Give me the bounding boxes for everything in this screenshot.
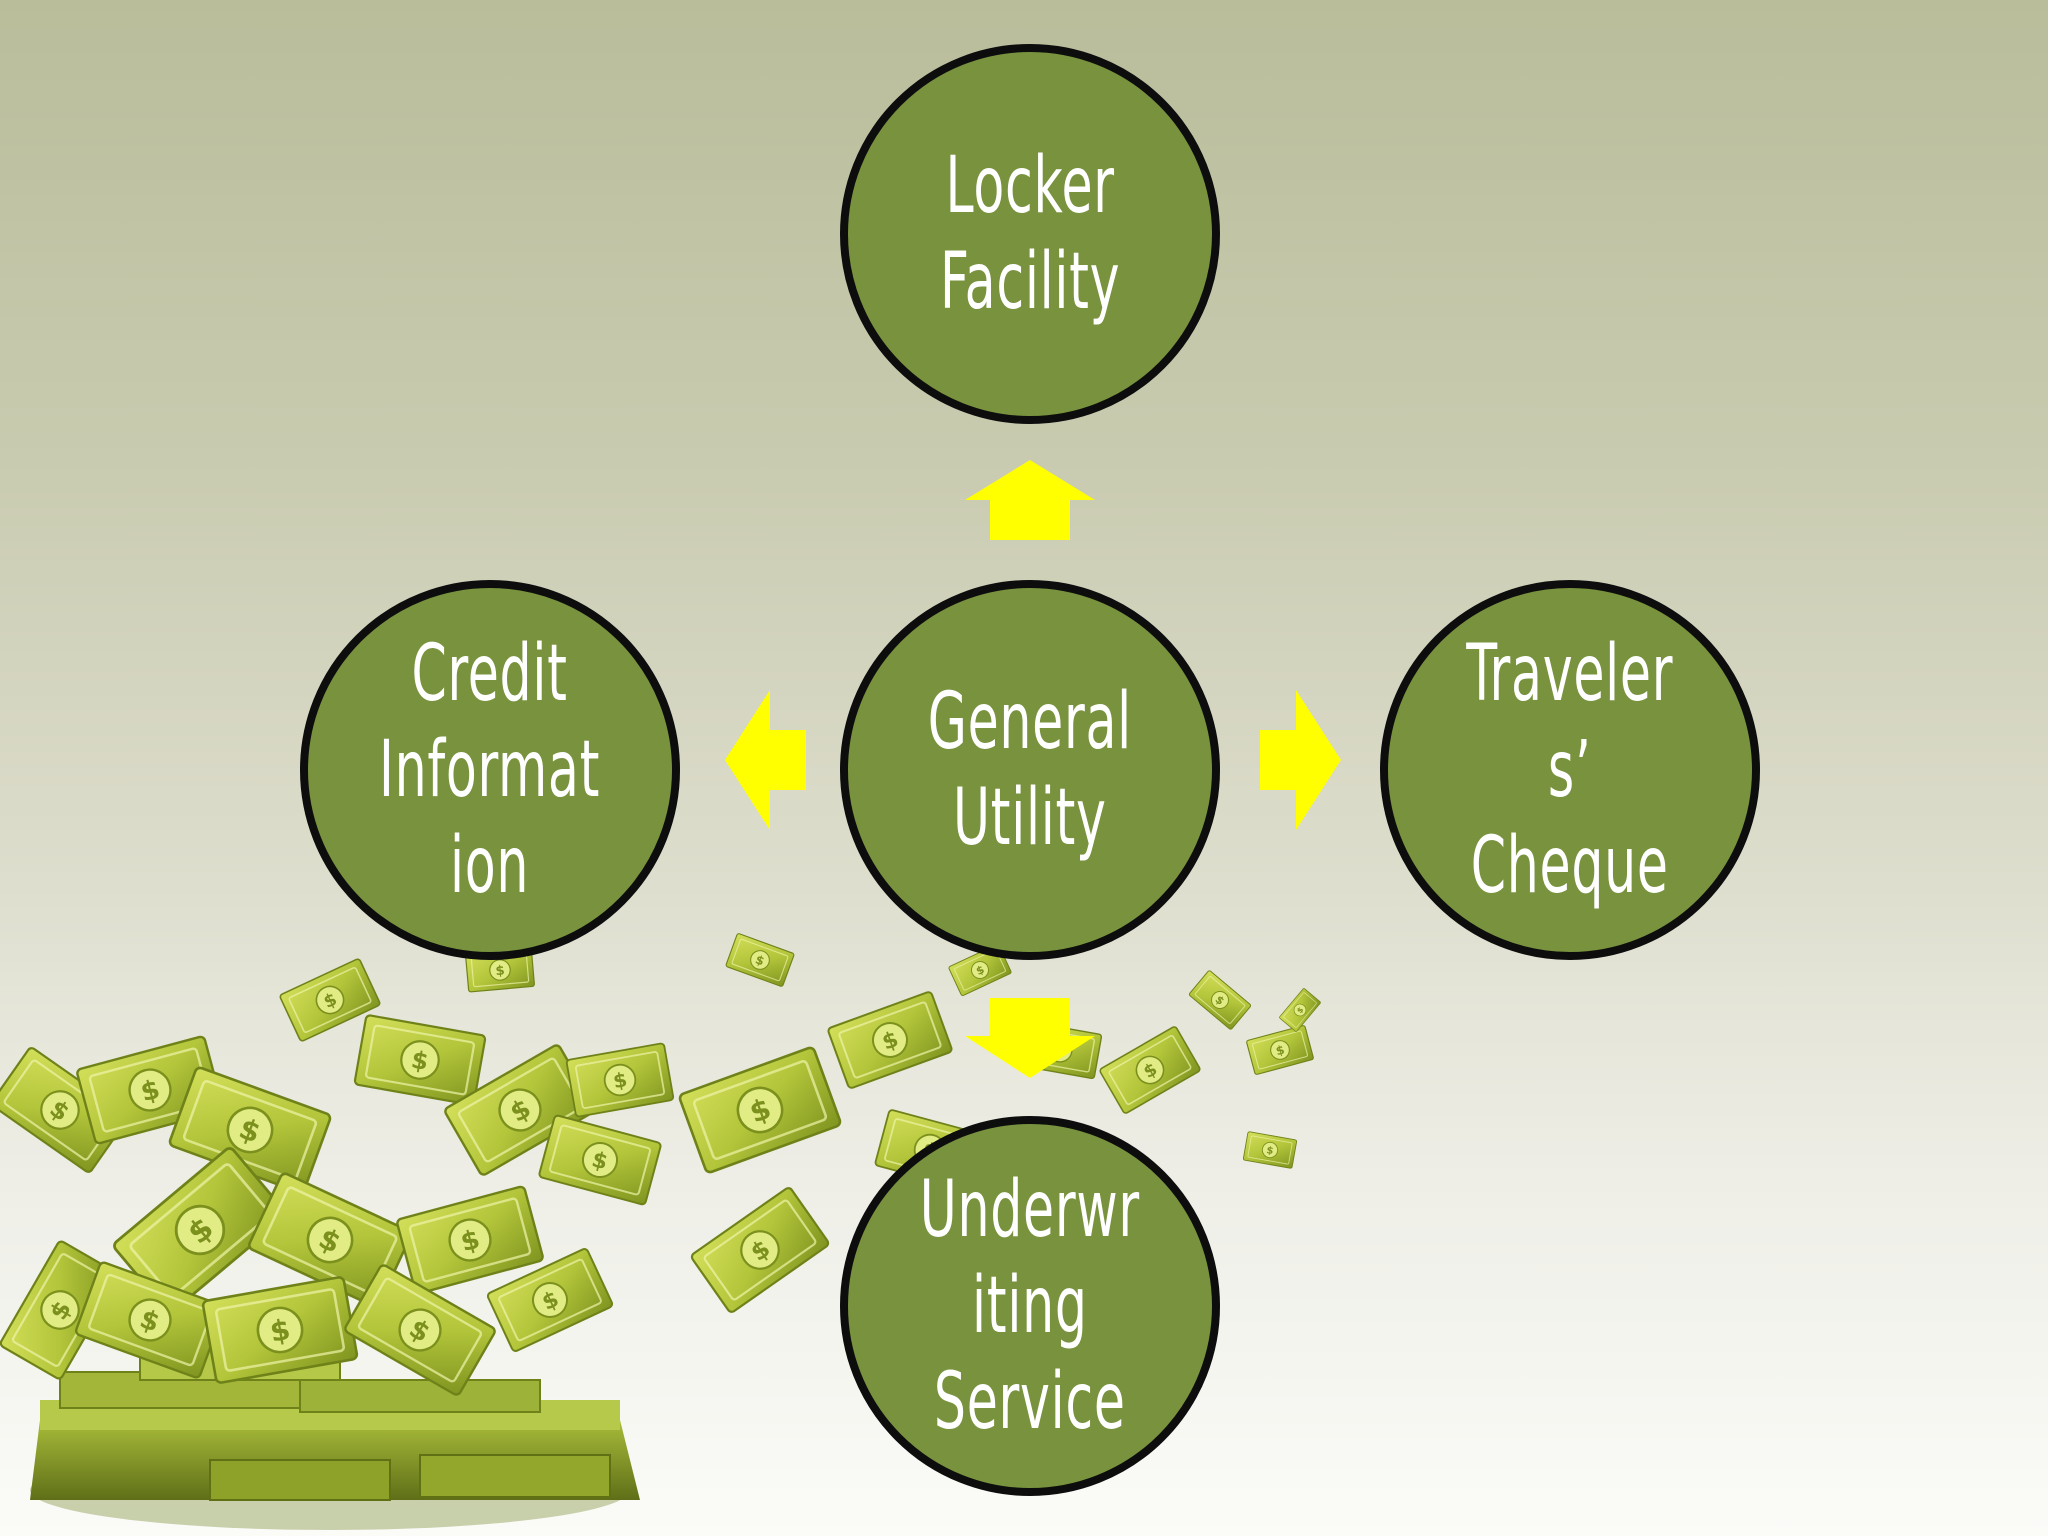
arrow-down <box>965 998 1095 1078</box>
node-underwriting-service: Underwr iting Service <box>840 1116 1220 1496</box>
node-label: General Utility <box>927 677 1133 863</box>
node-label: Traveler s’ Cheque <box>1466 629 1674 911</box>
money-stack <box>30 1349 640 1530</box>
node-label: Credit Informat ion <box>379 629 601 911</box>
node-travelers-cheque: Traveler s’ Cheque <box>1380 580 1760 960</box>
node-label: Locker Facility <box>939 141 1121 327</box>
node-label: Underwr iting Service <box>919 1165 1141 1447</box>
arrow-left <box>725 690 806 830</box>
node-locker-facility: Locker Facility <box>840 44 1220 424</box>
arrow-right <box>1260 690 1341 830</box>
node-general-utility: General Utility <box>840 580 1220 960</box>
node-credit-information: Credit Informat ion <box>300 580 680 960</box>
arrow-up <box>965 460 1095 540</box>
